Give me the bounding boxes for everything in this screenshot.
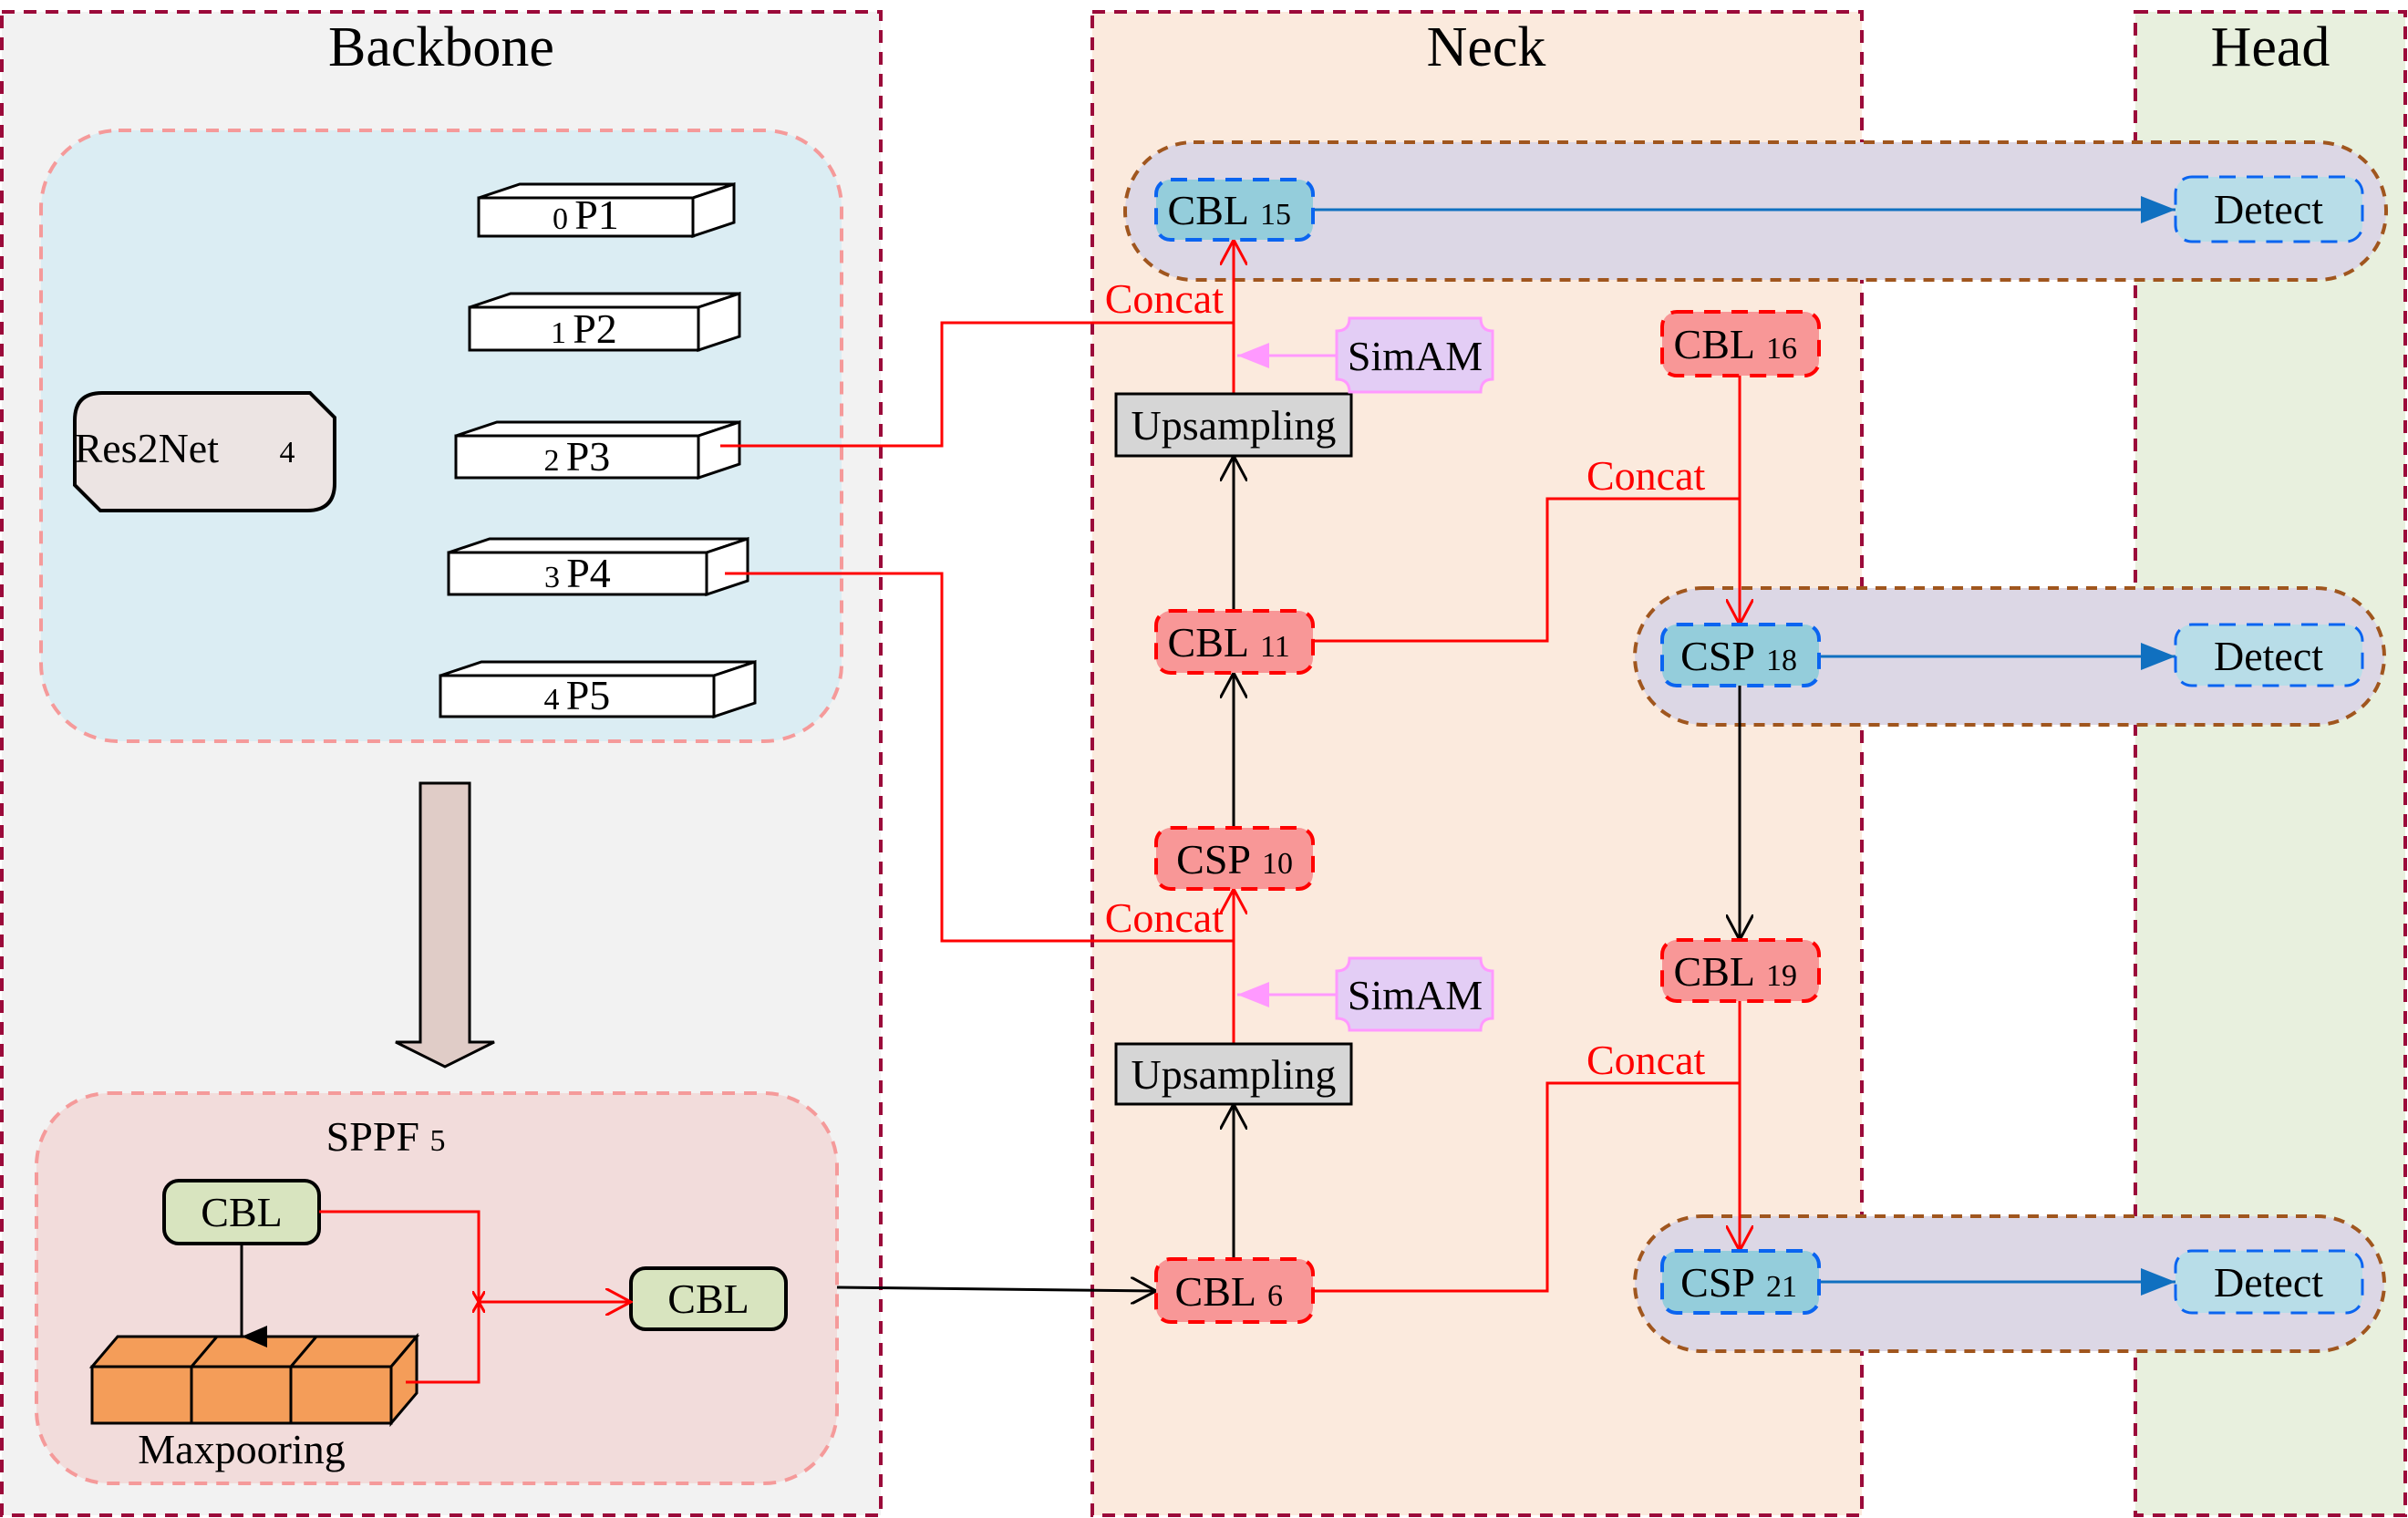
node-cbl16[interactable]: CBL 16 [1660, 310, 1821, 377]
node-csp21-label: CSP [1680, 1259, 1755, 1306]
node-detect-bottom[interactable]: Detect [2174, 1249, 2364, 1315]
sppf-index: 5 [430, 1124, 446, 1158]
pyramid-level-label: P4 [566, 550, 611, 596]
pyramid-level-label: P3 [566, 433, 611, 480]
node-csp18-label: CSP [1680, 633, 1755, 679]
pyramid-level-index: 1 [551, 316, 566, 350]
sppf-pool-line [406, 1302, 479, 1384]
node-simam-top[interactable]: SimAM [1335, 316, 1494, 394]
p3-concat-line [720, 321, 1234, 448]
pyramid-level-index: 3 [544, 561, 560, 594]
node-simam-bottom[interactable]: SimAM [1335, 956, 1494, 1032]
pyramid-level-label: P2 [573, 305, 617, 352]
pyramid-level-label: P1 [574, 191, 619, 238]
p4-concat-line [725, 572, 1234, 943]
concat-label-p4: Concat [1105, 894, 1225, 941]
node-simam-top-label: SimAM [1348, 333, 1483, 379]
node-cbl16-index: 16 [1766, 332, 1797, 366]
node-cbl19[interactable]: CBL 19 [1660, 938, 1821, 1003]
pyramid-level-index: 0 [553, 202, 568, 236]
node-csp10-label: CSP [1176, 836, 1251, 883]
res2net-index: 4 [280, 436, 295, 470]
res2net-label: Res2Net [75, 425, 220, 471]
node-cbl6-index: 6 [1267, 1279, 1283, 1313]
node-csp18[interactable]: CSP 18 [1660, 623, 1821, 687]
neck-title: Neck [1427, 16, 1546, 78]
node-cbl6[interactable]: CBL 6 [1154, 1257, 1315, 1324]
node-cbl11-label: CBL [1168, 619, 1249, 666]
cbl11-concat-line [1313, 497, 1740, 643]
concat-label-cbl11: Concat [1586, 452, 1706, 499]
node-csp10[interactable]: CSP 10 [1154, 826, 1315, 891]
head-title: Head [2211, 16, 2330, 78]
node-csp21-index: 21 [1766, 1270, 1797, 1304]
sppf-to-cbl6-line [836, 1287, 1156, 1291]
backbone-title: Backbone [328, 16, 554, 78]
node-cbl6-label: CBL [1175, 1268, 1256, 1315]
node-cbl11-index: 11 [1260, 630, 1290, 664]
res2net-node[interactable]: Res2Net 4 [73, 391, 336, 512]
concat-label-cbl6: Concat [1586, 1037, 1706, 1083]
pyramid-level-label: P5 [566, 672, 611, 718]
cbl6-concat-line [1313, 1081, 1740, 1293]
backbone-to-sppf-arrow [395, 781, 495, 1069]
node-cbl15-label: CBL [1168, 187, 1249, 233]
node-upsampling-bottom-label: Upsampling [1132, 1051, 1337, 1098]
node-cbl16-label: CBL [1674, 321, 1755, 367]
node-upsampling-bottom[interactable]: Upsampling [1114, 1042, 1353, 1106]
node-csp18-index: 18 [1766, 644, 1797, 677]
concat-label-p3: Concat [1105, 275, 1225, 322]
sppf-label: SPPF [326, 1113, 419, 1160]
node-csp21[interactable]: CSP 21 [1660, 1249, 1821, 1315]
node-detect-middle-label: Detect [2214, 633, 2323, 679]
sppf-cbl-out[interactable]: CBL [629, 1266, 788, 1331]
node-cbl15-index: 15 [1260, 198, 1291, 232]
sppf-skip-line [319, 1210, 479, 1302]
node-cbl11[interactable]: CBL 11 [1154, 609, 1315, 675]
node-simam-bottom-label: SimAM [1348, 972, 1483, 1018]
node-upsampling-top[interactable]: Upsampling [1114, 392, 1353, 458]
node-csp10-index: 10 [1262, 847, 1293, 881]
sppf-cbl-in[interactable]: CBL [162, 1179, 321, 1245]
maxpool-label: Maxpooring [138, 1426, 345, 1472]
pyramid-level-index: 4 [544, 683, 560, 717]
node-upsampling-top-label: Upsampling [1132, 402, 1337, 449]
node-cbl19-label: CBL [1674, 948, 1755, 995]
node-detect-bottom-label: Detect [2214, 1259, 2323, 1306]
node-detect-top[interactable]: Detect [2174, 175, 2364, 243]
node-detect-top-label: Detect [2214, 186, 2323, 232]
maxpool-blocks [88, 1332, 420, 1428]
pyramid-level-index: 2 [544, 444, 560, 478]
node-cbl15[interactable]: CBL 15 [1154, 178, 1315, 242]
node-detect-middle[interactable]: Detect [2174, 623, 2364, 687]
node-cbl19-index: 19 [1766, 959, 1797, 993]
sppf-cbl-in-label: CBL [201, 1189, 282, 1235]
sppf-cbl-out-label: CBL [667, 1275, 749, 1322]
